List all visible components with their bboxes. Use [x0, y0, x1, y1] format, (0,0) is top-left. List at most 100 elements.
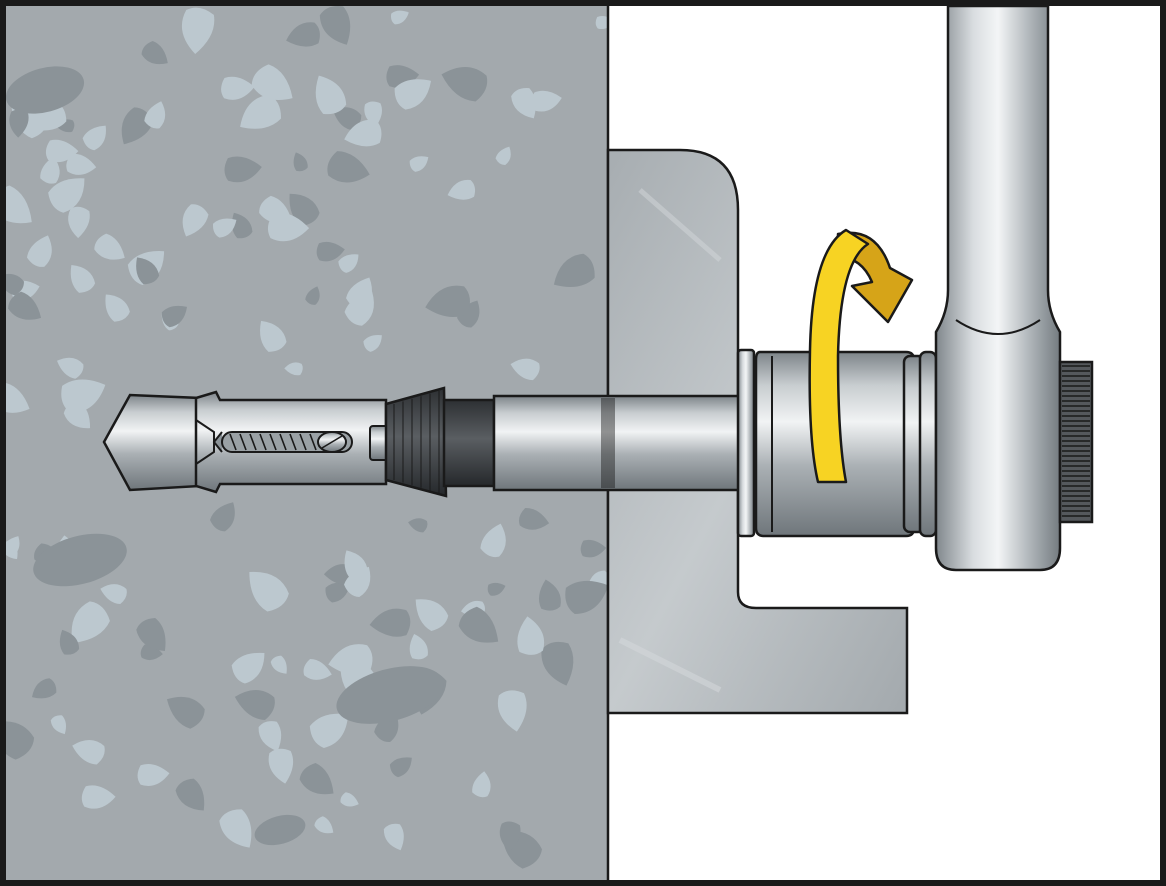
aggregate-fleck [303, 659, 332, 680]
aggregate-fleck [182, 204, 209, 237]
aggregate-fleck [94, 233, 125, 260]
coil-line [259, 433, 267, 451]
aggregate-fleck [209, 502, 235, 532]
aggregate-fleck [325, 582, 351, 603]
aggregate-fleck [212, 218, 237, 238]
aggregate-fleck [495, 146, 511, 165]
aggregate-blob [6, 66, 85, 114]
aggregate-fleck [363, 335, 382, 352]
aggregate-fleck [538, 579, 561, 611]
bolt-shank [492, 394, 746, 492]
ratchet-dial-teeth [1062, 365, 1090, 517]
aggregate-fleck [50, 715, 67, 735]
coil-line [239, 433, 247, 451]
coil-line [229, 433, 237, 451]
aggregate-fleck [137, 763, 170, 786]
aggregate-fleck [408, 518, 428, 533]
aggregate-fleck [332, 107, 362, 131]
aggregate-fleck [346, 277, 372, 310]
aggregate-fleck [6, 185, 32, 224]
aggregate-fleck [32, 678, 57, 699]
aggregate-fleck [9, 109, 29, 138]
coil-line [279, 433, 287, 451]
aggregate-fleck [249, 572, 289, 612]
aggregate-fleck [231, 652, 265, 684]
aggregate-fleck [6, 721, 35, 760]
aggregate-fleck [48, 178, 85, 213]
aggregate-fleck [32, 101, 67, 131]
aggregate-fleck [144, 101, 166, 129]
aggregate-fleck [219, 809, 252, 848]
aggregate-fleck [457, 300, 480, 328]
aggregate-fleck [309, 713, 349, 748]
aggregate-fleck [338, 254, 359, 273]
aggregate-blob [254, 814, 306, 846]
spring-head-slot [321, 435, 343, 449]
washer [736, 348, 756, 538]
aggregate-fleck [409, 633, 428, 660]
aggregate-fleck [270, 655, 287, 674]
aggregate-fleck [66, 153, 97, 175]
aggregate-fleck [289, 193, 320, 226]
aggregate-fleck [240, 94, 281, 129]
coil-line [309, 433, 317, 451]
aggregate-fleck [319, 6, 351, 45]
aggregate-fleck [40, 156, 60, 184]
aggregate-fleck [284, 362, 303, 376]
aggregate-fleck [328, 644, 373, 676]
aggregate-fleck [447, 179, 476, 200]
aggregate-fleck [511, 87, 536, 119]
aggregate-fleck [6, 536, 20, 556]
aggregate-fleck [441, 67, 488, 102]
aggregate-fleck [268, 748, 294, 784]
aggregate-fleck [299, 762, 334, 795]
aggregate-fleck [383, 823, 404, 851]
aggregate-fleck [141, 41, 168, 65]
aggregate-fleck [251, 64, 293, 101]
aggregate-fleck [56, 357, 84, 379]
aggregate-fleck [26, 235, 52, 267]
aggregate-fleck [166, 696, 205, 729]
aggregate-fleck [510, 358, 540, 381]
aggregate-fleck [258, 721, 282, 752]
concrete-aggregate [6, 6, 608, 869]
concrete-wall [6, 6, 608, 880]
aggregate-fleck [409, 156, 429, 172]
aggregate-fleck [541, 641, 574, 686]
arrow-front-band [808, 228, 870, 484]
coil-line [299, 433, 307, 451]
plastic-collar [384, 386, 448, 498]
socket [754, 350, 938, 538]
ratchet-wrench [934, 4, 1094, 572]
aggregate-fleck [305, 286, 320, 305]
aggregate-fleck [394, 79, 432, 110]
coil-line [249, 433, 257, 451]
aggregate-blob [336, 666, 444, 724]
aggregate-fleck [81, 785, 116, 809]
aggregate-fleck [314, 816, 334, 834]
aggregate-fleck [71, 601, 110, 643]
aggregate-fleck [286, 22, 320, 47]
aggregate-fleck [364, 101, 382, 127]
aggregate-fleck [105, 294, 130, 322]
aggregate-fleck [224, 156, 262, 183]
clockwise-rotation-arrow-icon [808, 228, 914, 484]
aggregate-fleck [136, 617, 166, 651]
aggregate-fleck [100, 584, 127, 605]
aggregate-fleck [344, 550, 368, 579]
aggregate-fleck [517, 616, 545, 655]
aggregate-fleck [315, 75, 347, 115]
aggregate-fleck [63, 401, 91, 429]
aggregate-fleck [565, 580, 608, 614]
aggregate-fleck [68, 206, 90, 239]
aggregate-fleck [6, 382, 30, 413]
aggregate-fleck [487, 582, 506, 596]
aggregate-fleck [391, 10, 409, 25]
aggregate-fleck [472, 771, 491, 798]
aggregate-fleck [458, 606, 499, 643]
aggregate-fleck [72, 740, 105, 765]
aggregate-fleck [70, 265, 96, 293]
aggregate-fleck [480, 523, 506, 558]
coil-line [289, 433, 297, 451]
aggregate-fleck [425, 285, 470, 318]
